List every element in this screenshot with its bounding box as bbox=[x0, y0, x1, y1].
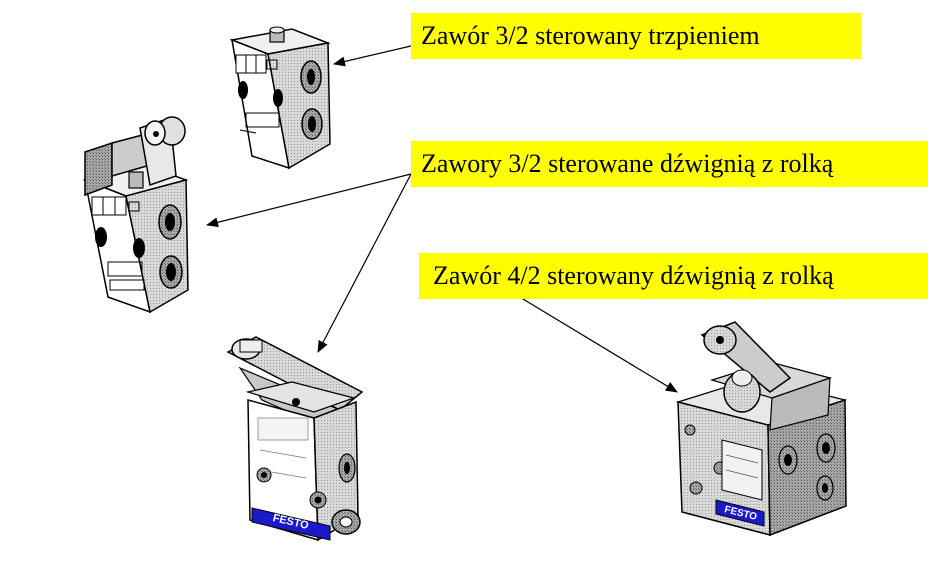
arrow-to-left-roller-valve bbox=[206, 173, 412, 228]
arrow-to-center-roller-valve bbox=[317, 173, 412, 353]
label-valve-3-2-plunger: Zawór 3/2 sterowany trzpieniem bbox=[411, 13, 861, 59]
valve-4-2-roller-lever-illustration bbox=[675, 321, 848, 537]
label-valve-4-2-roller-lever: Zawór 4/2 sterowany dźwignią z rolką bbox=[419, 253, 928, 299]
valve-3-2-roller-lever-center-illustration bbox=[226, 336, 364, 542]
label-valves-3-2-roller-lever: Zawory 3/2 sterowane dźwignią z rolką bbox=[411, 141, 928, 187]
valve-3-2-plunger-illustration bbox=[229, 26, 331, 170]
valve-3-2-roller-lever-left-illustration bbox=[82, 116, 189, 314]
arrow-to-plunger-valve bbox=[333, 45, 412, 67]
arrow-to-4-2-valve bbox=[517, 295, 678, 393]
